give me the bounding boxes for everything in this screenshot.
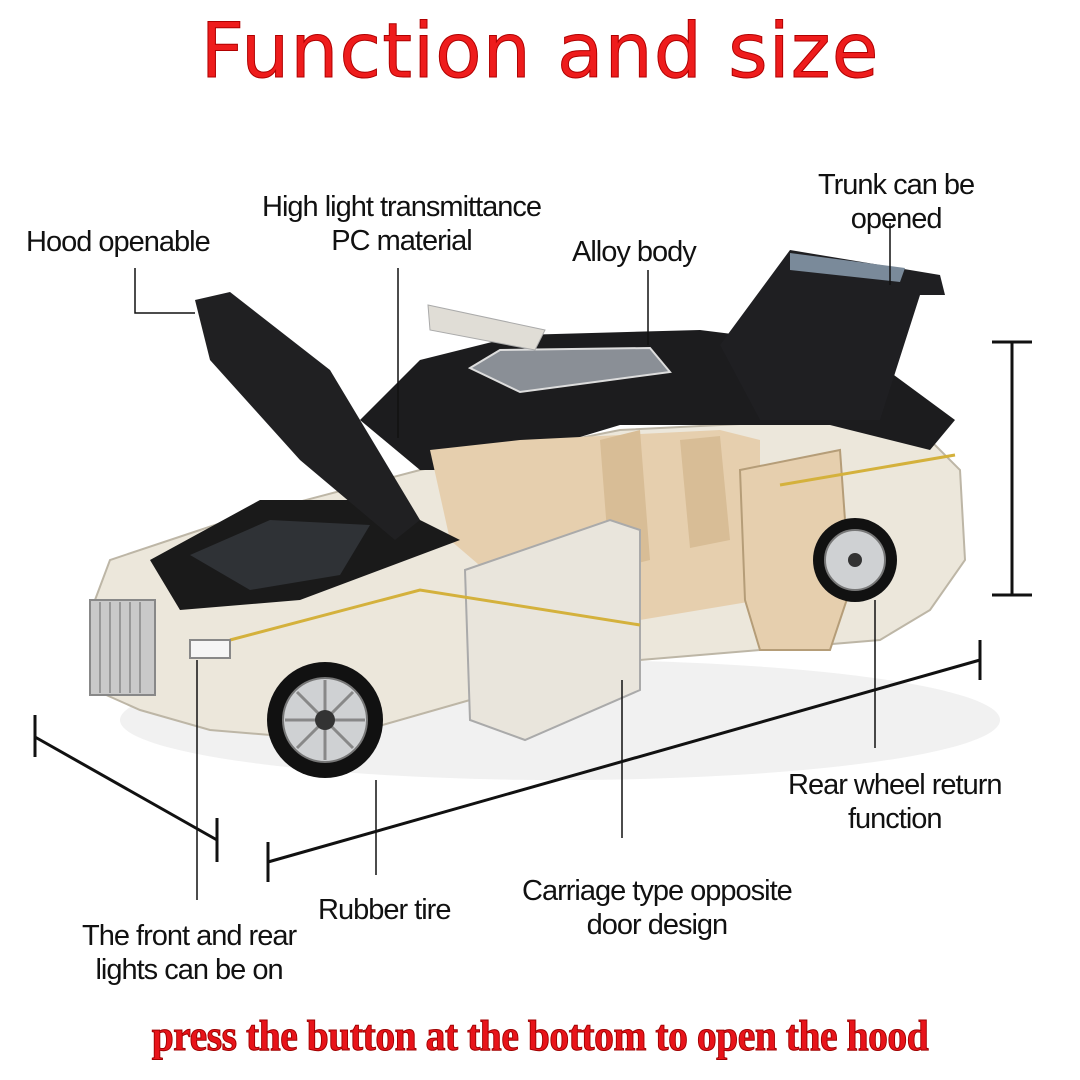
- callout-text-line2: function: [847, 803, 943, 835]
- callout-alloy-body: Alloy body: [572, 235, 697, 269]
- hood-instruction-footer: press the button at the bottom to open t…: [151, 1013, 929, 1061]
- callout-pc-material: High light transmittance PC material: [262, 190, 542, 258]
- callout-carriage-door: Carriage type opposite door design: [522, 874, 793, 942]
- callout-lights: The front and rear lights can be on: [82, 919, 297, 987]
- callout-text: Rubber tire: [318, 894, 451, 926]
- callout-hood-openable: Hood openable: [26, 225, 211, 259]
- callout-text-line2: lights can be on: [95, 954, 283, 986]
- callout-text-line1: Rear wheel return: [788, 769, 1002, 801]
- page-title: Function and size: [200, 6, 880, 96]
- callout-text-line2: PC material: [331, 225, 473, 257]
- callout-text-line1: High light transmittance: [262, 191, 542, 223]
- callout-text: Alloy body: [572, 236, 697, 268]
- callout-text-line1: Carriage type opposite: [522, 875, 793, 907]
- callout-rubber-tire: Rubber tire: [318, 893, 451, 927]
- callout-text-line2: door design: [586, 909, 729, 941]
- callout-text-line1: Trunk can be: [818, 169, 975, 201]
- callout-text-line1: The front and rear: [82, 920, 297, 952]
- callout-trunk-openable: Trunk can be opened: [818, 168, 975, 236]
- callout-text: Hood openable: [26, 226, 211, 258]
- callout-text-line2: opened: [850, 203, 943, 235]
- callout-rear-wheel-return: Rear wheel return function: [788, 768, 1002, 836]
